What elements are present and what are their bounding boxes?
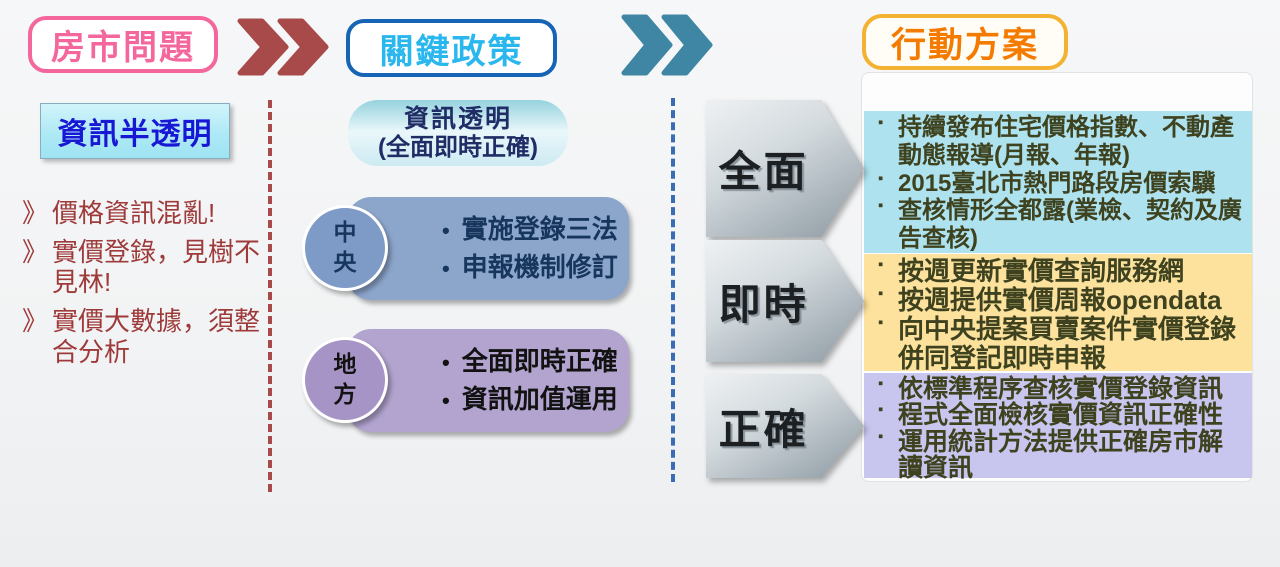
square-bullet-icon: ▪	[878, 427, 884, 445]
policy-item: • 資訊加值運用	[442, 381, 618, 419]
action-item: ▪ 依標準程序查核實價登錄資訊	[872, 376, 1246, 402]
angle-quote-bullet-icon: 》	[22, 237, 49, 268]
action-item: ▪ 按週更新實價查詢服務網	[872, 256, 1246, 286]
policy-item: • 全面即時正確	[442, 343, 618, 381]
local-gov-label: 地方	[333, 351, 357, 407]
action-text: 持續發布住宅價格指數、不動產動態報導(月報、年報)	[898, 114, 1234, 169]
central-gov-label: 中央	[333, 219, 357, 275]
action-item: ▪ 按週提供實價周報opendata	[872, 285, 1246, 316]
issue-text: 實價登錄，見樹不見林!	[52, 237, 261, 298]
arrow-label: 即時	[718, 280, 809, 328]
action-item: ▪ 向中央提案買賣案件實價登錄併同登記即時申報	[872, 314, 1246, 374]
action-text: 按週提供實價周報opendata	[898, 285, 1222, 316]
dot-bullet-icon: •	[442, 349, 450, 375]
action-text: 程式全面檢核實價資訊正確性	[898, 401, 1224, 430]
divider-red-dashed	[268, 100, 272, 492]
policy-item: • 實施登錄三法	[442, 211, 618, 249]
arrow-realtime: 即時	[706, 240, 864, 362]
angle-quote-bullet-icon: 》	[22, 198, 49, 228]
action-list: ▪ 依標準程序查核實價登錄資訊 ▪ 程式全面檢核實價資訊正確性 ▪ 運用統計方法…	[872, 376, 1246, 481]
dot-bullet-icon: •	[442, 255, 450, 281]
action-plan-badge: 行動方案	[862, 14, 1068, 70]
dot-bullet-icon: •	[442, 217, 450, 243]
issue-text: 價格資訊混亂!	[52, 198, 216, 228]
action-text: 查核情形全都露(業檢、契約及廣告查核)	[898, 197, 1242, 253]
policy-text: 申報機制修訂	[461, 251, 618, 282]
action-list: ▪ 持續發布住宅價格指數、不動產動態報導(月報、年報) ▪ 2015臺北市熱門路…	[872, 114, 1246, 253]
square-bullet-icon: ▪	[878, 285, 884, 303]
local-gov-box	[347, 329, 629, 432]
action-item: ▪ 2015臺北市熱門路段房價索驥	[872, 170, 1246, 198]
action-text: 依標準程序查核實價登錄資訊	[898, 375, 1224, 403]
policy-text: 資訊加值運用	[461, 383, 618, 414]
action-list: ▪ 按週更新實價查詢服務網 ▪ 按週提供實價周報opendata ▪ 向中央提案…	[872, 256, 1246, 374]
square-bullet-icon: ▪	[878, 256, 884, 273]
info-transparent-line2: (全面即時正確)	[378, 133, 538, 161]
action-item: ▪ 持續發布住宅價格指數、不動產動態報導(月報、年報)	[872, 114, 1246, 170]
arrow-accurate: 正確	[706, 374, 864, 478]
action-text: 按週更新實價查詢服務網	[898, 256, 1185, 286]
arrow-label: 全面	[718, 148, 809, 195]
square-bullet-icon: ▪	[878, 314, 884, 332]
action-section-realtime: ▪ 按週更新實價查詢服務網 ▪ 按週提供實價周報opendata ▪ 向中央提案…	[864, 254, 1252, 374]
square-bullet-icon: ▪	[878, 401, 884, 419]
central-gov-group: 中央 • 實施登錄三法 • 申報機制修訂	[302, 195, 632, 309]
square-bullet-icon: ▪	[878, 375, 884, 392]
arrow-label: 正確	[718, 405, 809, 453]
action-text: 2015臺北市熱門路段房價索驥	[898, 169, 1216, 197]
issue-item: 》 實價登錄，見樹不見林!	[22, 237, 276, 297]
action-item: ▪ 程式全面檢核實價資訊正確性	[872, 402, 1246, 428]
issue-item: 》 價格資訊混亂!	[22, 198, 276, 228]
double-chevron-red-icon	[237, 18, 329, 76]
issue-list: 》 價格資訊混亂! 》 實價登錄，見樹不見林! 》 實價大數據，須整合分析	[22, 198, 276, 376]
local-gov-group: 地方 • 全面即時正確 • 資訊加值運用	[302, 327, 632, 441]
policy-item: • 申報機制修訂	[442, 249, 618, 287]
action-section-comprehensive: ▪ 持續發布住宅價格指數、不動產動態報導(月報、年報) ▪ 2015臺北市熱門路…	[864, 111, 1252, 253]
square-bullet-icon: ▪	[878, 197, 884, 215]
divider-blue-dashed	[671, 98, 675, 482]
action-item: ▪ 查核情形全都露(業檢、契約及廣告查核)	[872, 197, 1246, 253]
policy-text: 實施登錄三法	[461, 213, 618, 244]
info-transparent-line1: 資訊透明	[403, 104, 512, 133]
square-bullet-icon: ▪	[878, 169, 884, 187]
angle-quote-bullet-icon: 》	[22, 306, 49, 337]
local-gov-circle: 地方	[302, 337, 388, 423]
action-item: ▪ 運用統計方法提供正確房市解讀資訊	[872, 427, 1246, 482]
action-section-accurate: ▪ 依標準程序查核實價登錄資訊 ▪ 程式全面檢核實價資訊正確性 ▪ 運用統計方法…	[864, 373, 1252, 481]
info-transparent-title: 資訊透明 (全面即時正確)	[348, 100, 568, 166]
square-bullet-icon: ▪	[878, 114, 884, 131]
central-gov-box	[347, 197, 629, 300]
issue-item: 》 實價大數據，須整合分析	[22, 306, 276, 366]
action-text: 運用統計方法提供正確房市解讀資訊	[898, 427, 1224, 482]
housing-issues-badge: 房市問題	[28, 16, 218, 73]
key-policy-badge: 關鍵政策	[346, 19, 557, 77]
action-text: 向中央提案買賣案件實價登錄併同登記即時申報	[898, 314, 1237, 374]
local-policy-list: • 全面即時正確 • 資訊加值運用	[442, 327, 618, 434]
policy-text: 全面即時正確	[461, 345, 618, 376]
central-gov-circle: 中央	[302, 205, 388, 291]
dot-bullet-icon: •	[442, 387, 450, 413]
central-policy-list: • 實施登錄三法 • 申報機制修訂	[442, 195, 618, 302]
issue-text: 實價大數據，須整合分析	[52, 306, 261, 367]
arrow-comprehensive: 全面	[706, 100, 864, 237]
info-semitransparent-title: 資訊半透明	[40, 103, 230, 159]
double-chevron-teal-icon	[621, 14, 713, 76]
